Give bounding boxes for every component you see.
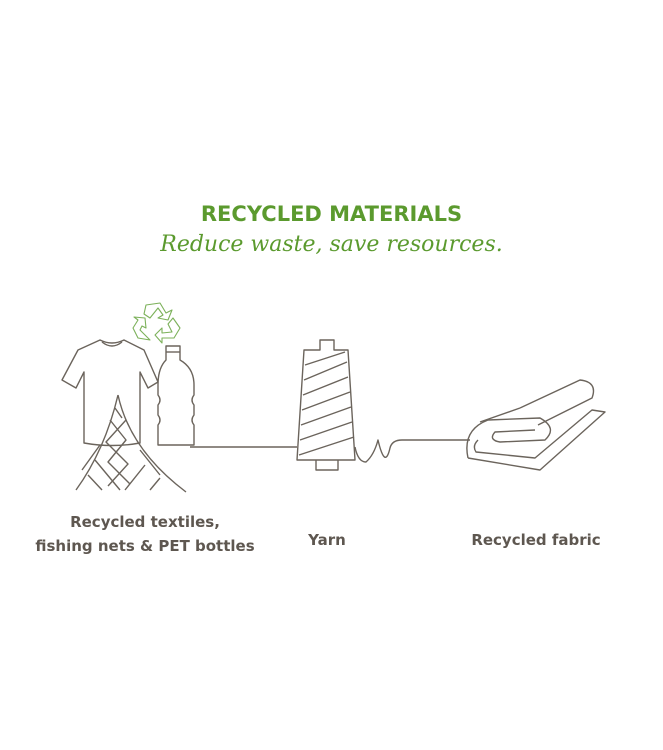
- recycle-icon: [132, 302, 181, 344]
- step-label-line2: fishing nets & PET bottles: [35, 537, 255, 555]
- pet-bottle-icon: [157, 345, 195, 446]
- fishing-net-icon: [75, 394, 187, 493]
- thread-line: [190, 439, 470, 463]
- step-label-yarn: Yarn: [308, 531, 346, 549]
- fabric-roll-icon: [466, 379, 606, 471]
- t-shirt-icon: [61, 339, 159, 447]
- step-label-line1: Recycled textiles,: [70, 513, 220, 531]
- step-label-fabric: Recycled fabric: [471, 531, 601, 549]
- step-label-raw-materials: Recycled textiles, fishing nets & PET bo…: [30, 510, 260, 558]
- yarn-spool-icon: [296, 339, 356, 471]
- page-subtitle: Reduce waste, save resources.: [160, 232, 503, 257]
- page-title: RECYCLED MATERIALS: [200, 202, 463, 226]
